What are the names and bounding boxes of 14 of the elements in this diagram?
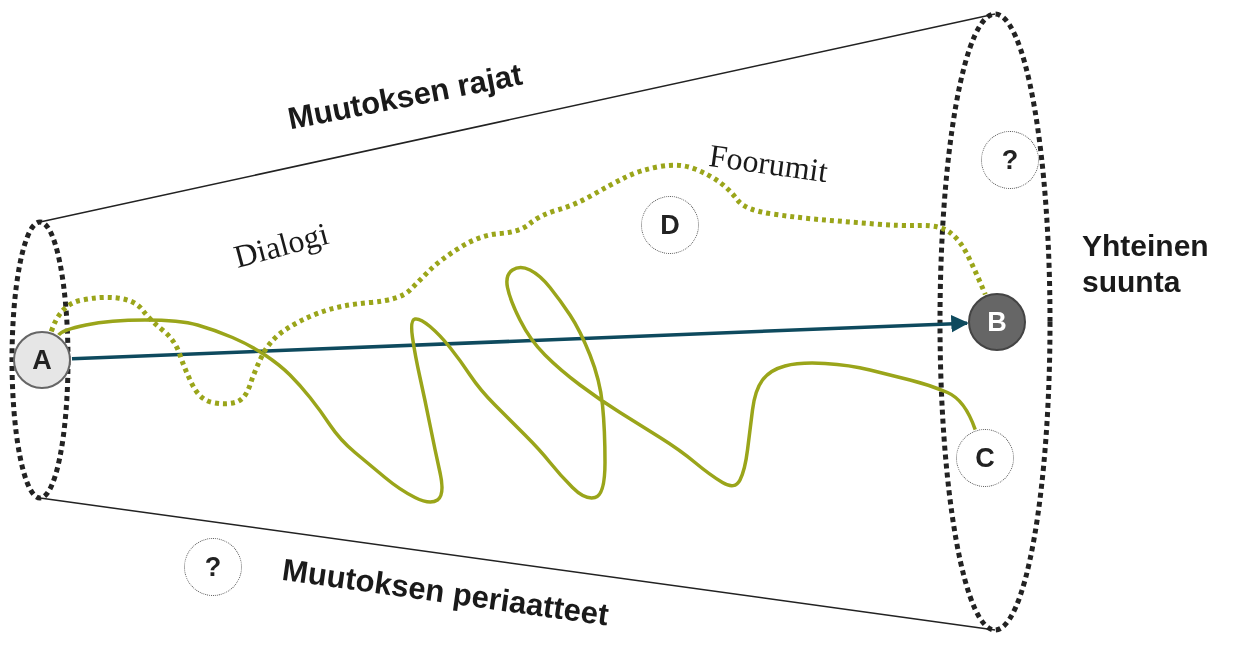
boundary-heading: Muutoksen rajat [285, 56, 526, 138]
direction-heading: Yhteinen suunta [1082, 228, 1210, 300]
letter-circle: C [956, 429, 1014, 487]
question-circle: ? [184, 538, 242, 596]
letter-circle: D [641, 196, 699, 254]
principles-heading: Muutoksen periaatteet [280, 552, 611, 634]
question-circle: ? [981, 131, 1039, 189]
path-label: Foorumit [706, 137, 830, 191]
arrow [71, 315, 969, 361]
endpoint-circle: B [968, 293, 1026, 351]
dotted-path [49, 162, 988, 407]
wavy-path [57, 268, 977, 503]
start-circle: A [13, 331, 71, 389]
path-label: Dialogi [230, 215, 333, 276]
